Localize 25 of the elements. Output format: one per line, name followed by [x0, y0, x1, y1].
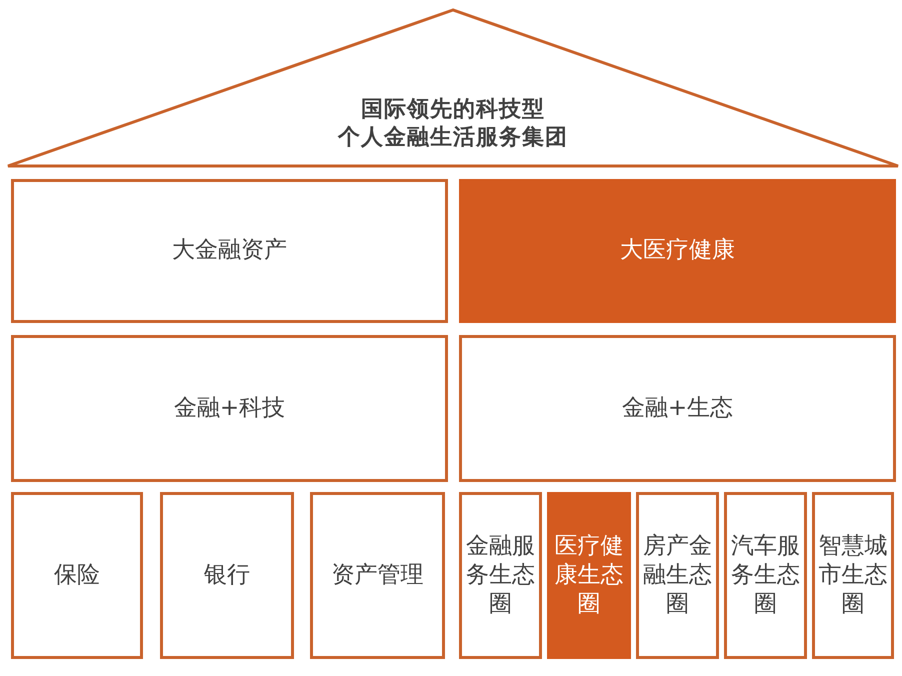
pillar-box	[160, 492, 294, 659]
box-label: 金融+科技	[174, 394, 286, 423]
box-label: 保险	[54, 560, 100, 590]
box-label: 医疗健康生态圈	[554, 532, 624, 619]
pillar-box	[459, 335, 896, 482]
ecosystem-box	[812, 492, 894, 659]
ecosystem-box	[636, 492, 719, 659]
pillar-box	[11, 179, 448, 323]
box-label: 大医疗健康	[620, 236, 735, 266]
ecosystem-box	[724, 492, 807, 659]
pillar-box	[11, 335, 448, 482]
box-label: 房产金融生态圈	[643, 532, 712, 619]
roof-title: 国际领先的科技型个人金融生活服务集团	[338, 96, 568, 152]
pillar-box	[310, 492, 445, 659]
highlighted-pillar-box	[459, 179, 896, 323]
box-label: 金融服务生态圈	[466, 532, 535, 619]
ecosystem-box	[459, 492, 542, 659]
box-label: 智慧城市生态圈	[818, 532, 888, 619]
box-label: 资产管理	[332, 560, 424, 590]
box-label: 金融+生态	[622, 394, 734, 423]
box-label: 银行	[204, 560, 250, 590]
box-label: 汽车服务生态圈	[731, 532, 800, 619]
highlighted-ecosystem-box	[547, 492, 631, 659]
box-label: 大金融资产	[172, 236, 287, 266]
pillar-box	[11, 492, 143, 659]
